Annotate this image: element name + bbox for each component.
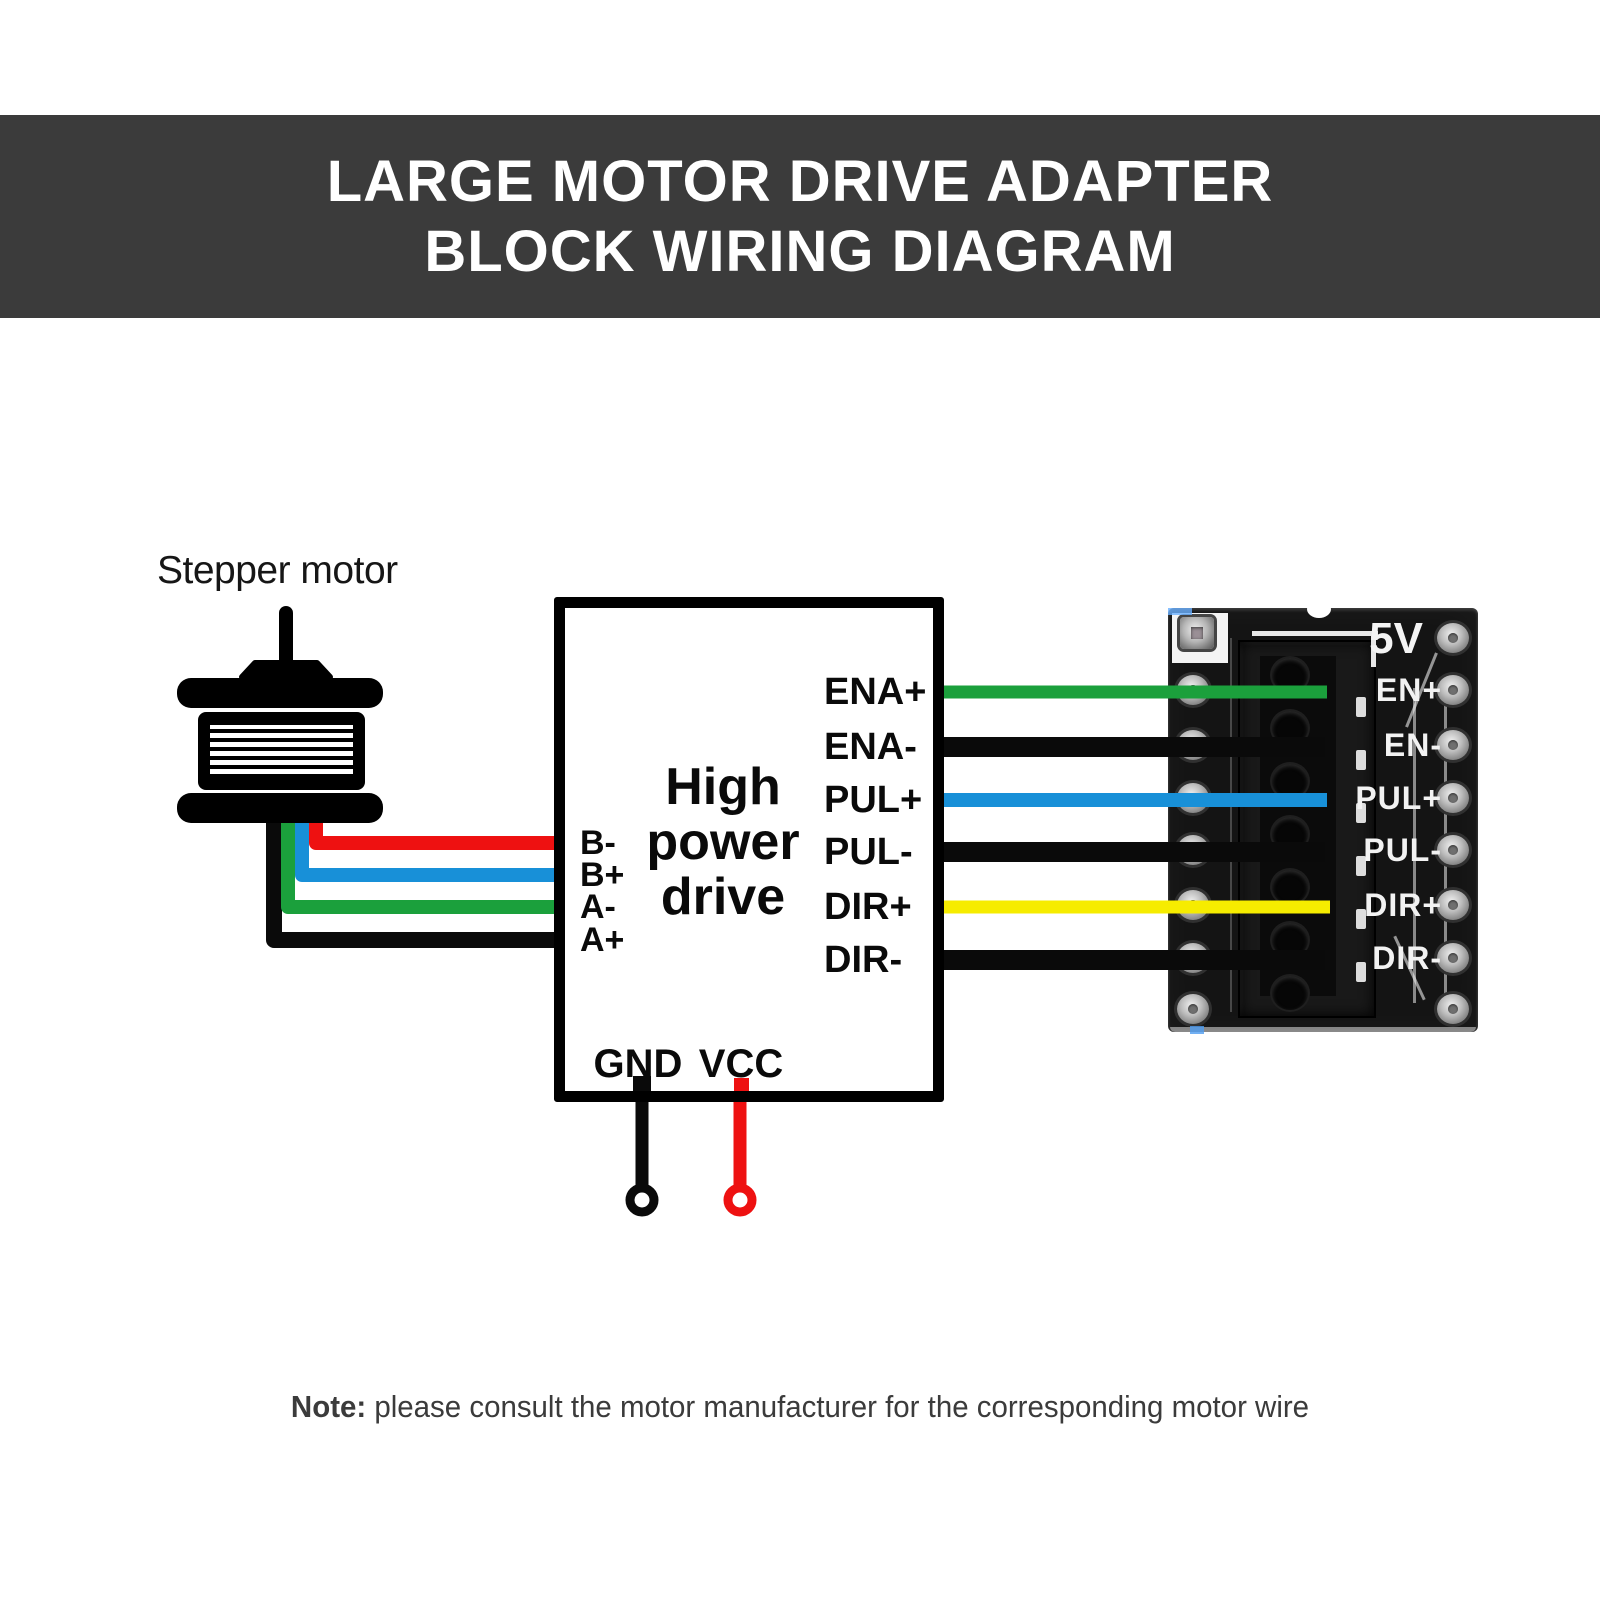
socket-contact xyxy=(1356,856,1366,876)
silkscreen-line-vertical-1 xyxy=(1413,688,1416,1003)
solder-pad xyxy=(1437,783,1469,813)
silkscreen-bracket xyxy=(1252,631,1378,636)
board-blue-mark xyxy=(1168,608,1192,615)
chip-socket xyxy=(1238,640,1376,1018)
board-blue-mark xyxy=(1190,1026,1204,1034)
solder-pad xyxy=(1437,890,1469,920)
solder-pad xyxy=(1437,675,1469,705)
module-pin-pul-minus: PUL- xyxy=(1363,832,1442,868)
module-pin-dir-plus: DIR+ xyxy=(1364,887,1442,923)
socket-contact xyxy=(1356,750,1366,770)
socket-contact xyxy=(1356,697,1366,717)
title-line-2: BLOCK WIRING DIAGRAM xyxy=(424,218,1176,284)
pin-label-pul-plus: PUL+ xyxy=(824,779,923,821)
solder-pad xyxy=(1437,730,1469,760)
title-line-1: LARGE MOTOR DRIVE ADAPTER xyxy=(326,148,1274,214)
solder-pad xyxy=(1437,835,1469,865)
module-5v-label: 5V xyxy=(1369,614,1423,663)
solder-pad xyxy=(1437,943,1469,973)
motor-wire-black-a-plus xyxy=(266,800,564,948)
vcc-ring-terminal xyxy=(723,1183,757,1217)
gnd-ring-terminal xyxy=(625,1183,659,1217)
adapter-module-board: 5V EN+ EN- PUL+ PUL- DIR+ DIR- xyxy=(1168,600,1478,1034)
pcb-scratch-line xyxy=(1230,638,1232,1012)
solder-pad xyxy=(1437,994,1469,1024)
socket-contact xyxy=(1356,962,1366,982)
footer-note: Note: please consult the motor manufactu… xyxy=(40,1389,1560,1425)
motor-top-cap xyxy=(177,678,383,708)
pin-label-a-minus: A- xyxy=(580,888,616,926)
module-pin-dir-minus: DIR- xyxy=(1372,940,1442,976)
module-pin-en-minus: EN- xyxy=(1383,727,1442,763)
motor-wire-blue-b-plus xyxy=(295,800,564,882)
pin-label-ena-minus: ENA- xyxy=(824,726,917,768)
motor-coil-stripe xyxy=(210,729,353,733)
pin-label-b-minus: B- xyxy=(580,824,616,862)
solder-pad xyxy=(1177,994,1209,1024)
pin-label-gnd: GND xyxy=(593,1042,683,1086)
motor-coil-stripe xyxy=(210,738,353,742)
stepper-motor-label: Stepper motor xyxy=(157,549,398,592)
note-text: please consult the motor manufacturer fo… xyxy=(366,1389,1310,1424)
pin-label-b-plus: B+ xyxy=(580,856,625,894)
pin-label-vcc: VCC xyxy=(698,1042,784,1086)
motor-bottom-cap xyxy=(177,793,383,823)
pin-label-dir-plus: DIR+ xyxy=(824,886,912,928)
socket-contact xyxy=(1356,909,1366,929)
drive-title-line-3: drive xyxy=(660,868,786,926)
drive-box-title: High power drive xyxy=(598,760,848,925)
motor-coil-stripe xyxy=(210,765,353,769)
motor-shaft xyxy=(279,606,293,670)
module-pin-en-plus: EN+ xyxy=(1375,672,1442,708)
silkscreen-bracket xyxy=(1371,631,1376,667)
pin-label-ena-plus: ENA+ xyxy=(824,671,927,713)
corner-solder-pad xyxy=(1180,617,1214,649)
stepper-motor-icon xyxy=(177,606,383,823)
motor-coil-stripe xyxy=(210,774,353,778)
board-notch xyxy=(1307,600,1331,618)
motor-coil-stripe xyxy=(210,756,353,760)
module-pin-pul-plus: PUL+ xyxy=(1355,780,1442,816)
motor-coil-window xyxy=(210,725,353,778)
socket-contact xyxy=(1356,803,1366,823)
drive-title-line-1: High xyxy=(665,758,781,816)
note-prefix: Note: xyxy=(290,1389,367,1424)
pin-label-dir-minus: DIR- xyxy=(824,939,903,981)
drive-title-line-2: power xyxy=(646,813,800,871)
motor-wire-green-a-minus xyxy=(281,800,564,914)
socket-hole xyxy=(1272,976,1308,1010)
pin-label-pul-minus: PUL- xyxy=(824,831,913,873)
solder-pad xyxy=(1437,623,1469,653)
motor-shaft-mount xyxy=(239,660,333,680)
motor-coil-stripe xyxy=(210,747,353,751)
board-edge-highlight xyxy=(1170,1027,1476,1032)
pin-label-a-plus: A+ xyxy=(580,921,625,959)
title-banner: LARGE MOTOR DRIVE ADAPTER BLOCK WIRING D… xyxy=(0,115,1600,318)
socket-hole xyxy=(1272,764,1308,798)
drive-box-outline xyxy=(554,597,944,1102)
socket-hole xyxy=(1272,870,1308,904)
